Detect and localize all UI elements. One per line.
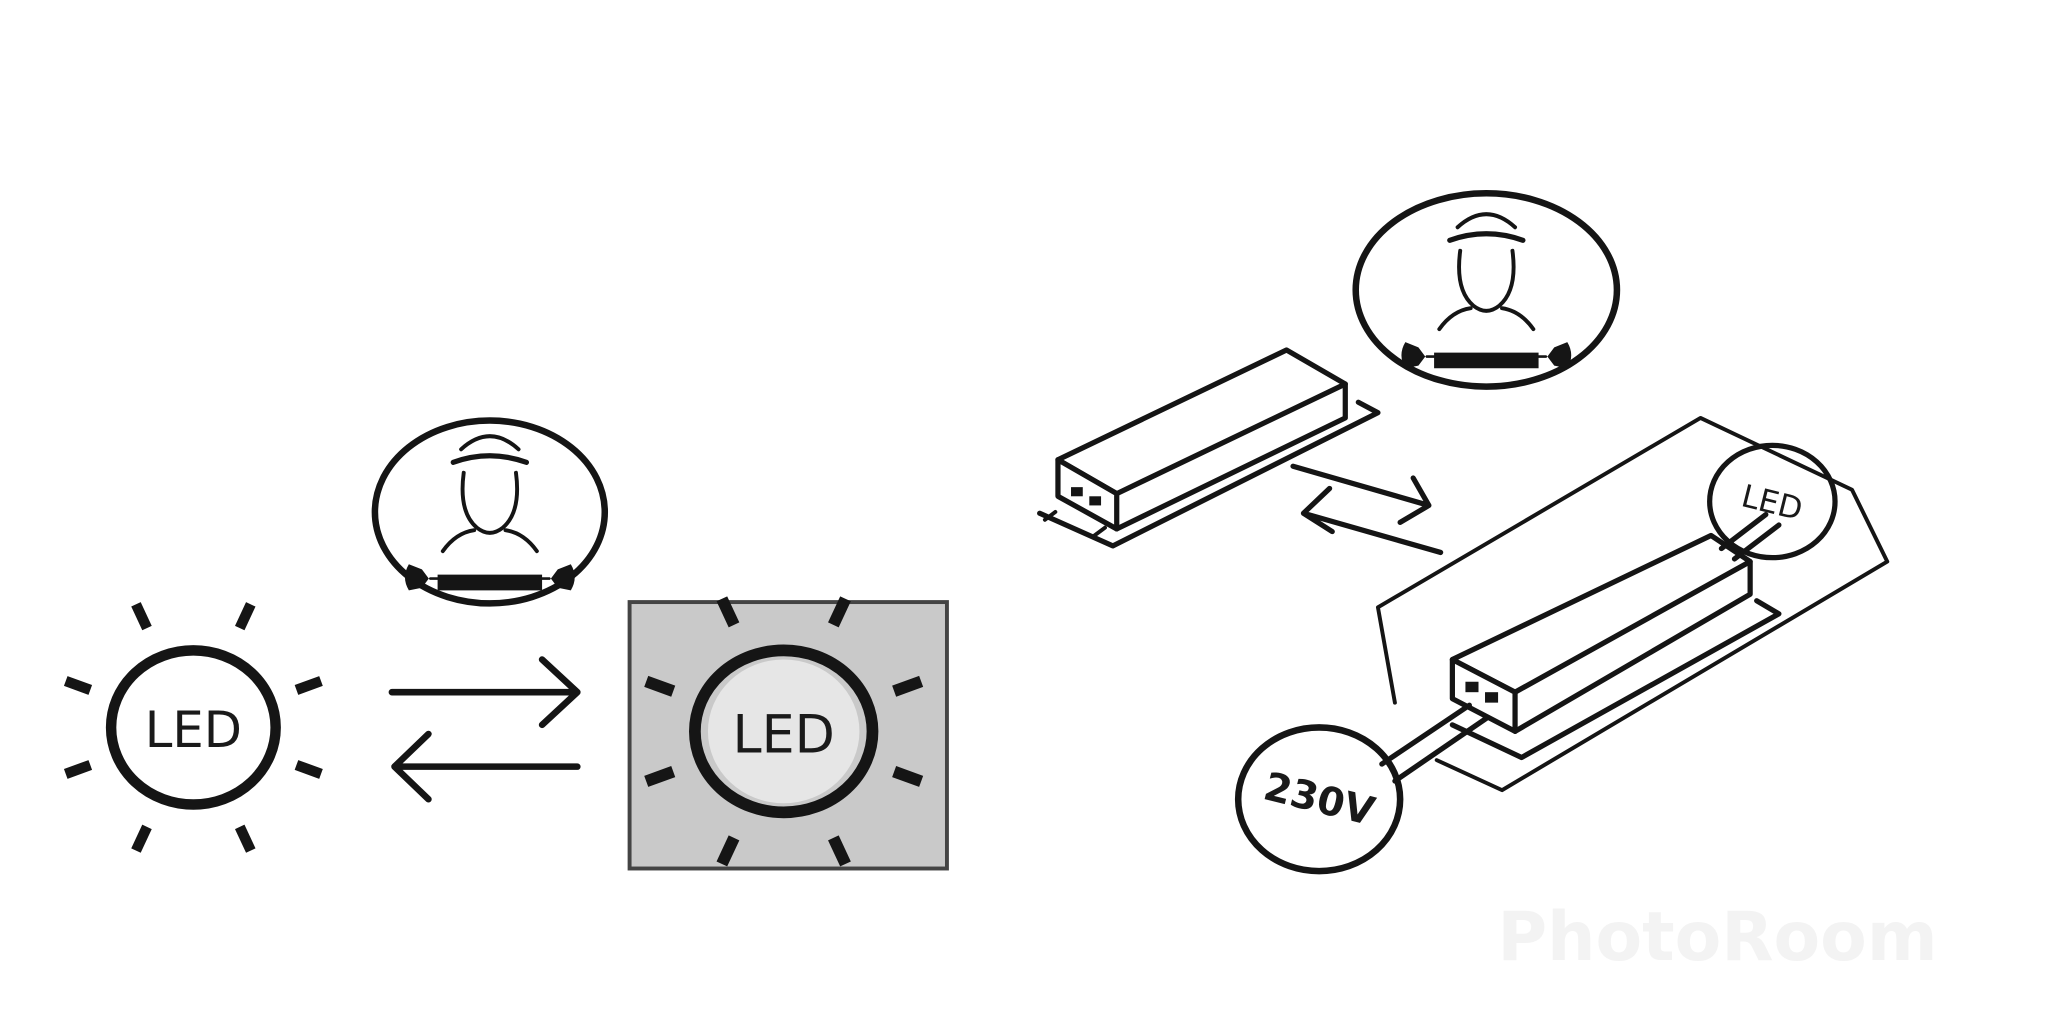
led-label: LED xyxy=(733,705,835,765)
light-ray xyxy=(828,596,851,628)
exchange-arrows-icon xyxy=(388,656,581,803)
mains-voltage-icon: 230V xyxy=(1234,724,1404,875)
light-ray xyxy=(716,835,740,867)
arrow-right-icon xyxy=(1290,463,1432,526)
light-ray xyxy=(63,760,93,779)
watermark: PhotoRoom xyxy=(1497,898,1937,977)
light-ray xyxy=(294,676,323,695)
light-ray xyxy=(131,602,152,631)
light-ray xyxy=(644,766,676,787)
led-label: LED xyxy=(1738,478,1806,528)
exchange-arrows-icon xyxy=(1290,463,1444,556)
arrow-left-icon xyxy=(1300,485,1444,556)
voltage-label: 230V xyxy=(1259,764,1379,835)
technician-icon xyxy=(371,417,609,607)
technician-icon xyxy=(1352,190,1621,390)
led-replacement-box: LED xyxy=(627,596,949,871)
led-label: LED xyxy=(145,701,242,759)
light-ray xyxy=(294,760,323,779)
light-ray xyxy=(892,766,924,787)
arrow-right-icon xyxy=(388,656,581,729)
light-ray xyxy=(716,596,740,628)
light-ray xyxy=(892,675,924,697)
light-ray xyxy=(63,676,93,695)
light-ray xyxy=(131,824,152,853)
arrow-left-icon xyxy=(391,730,581,803)
light-rays xyxy=(63,602,323,853)
led-light-icon: LED xyxy=(63,602,323,853)
led-module-icon: LED xyxy=(1707,442,1838,561)
mains-cable xyxy=(1379,702,1489,784)
led-driver-unit xyxy=(1037,347,1381,549)
light-ray xyxy=(828,835,851,867)
housing-outline xyxy=(1375,415,1890,793)
installed-driver-assembly xyxy=(1375,415,1890,793)
light-ray xyxy=(644,675,676,697)
light-ray xyxy=(235,602,256,631)
light-rays xyxy=(644,596,924,867)
light-ray xyxy=(235,824,256,853)
